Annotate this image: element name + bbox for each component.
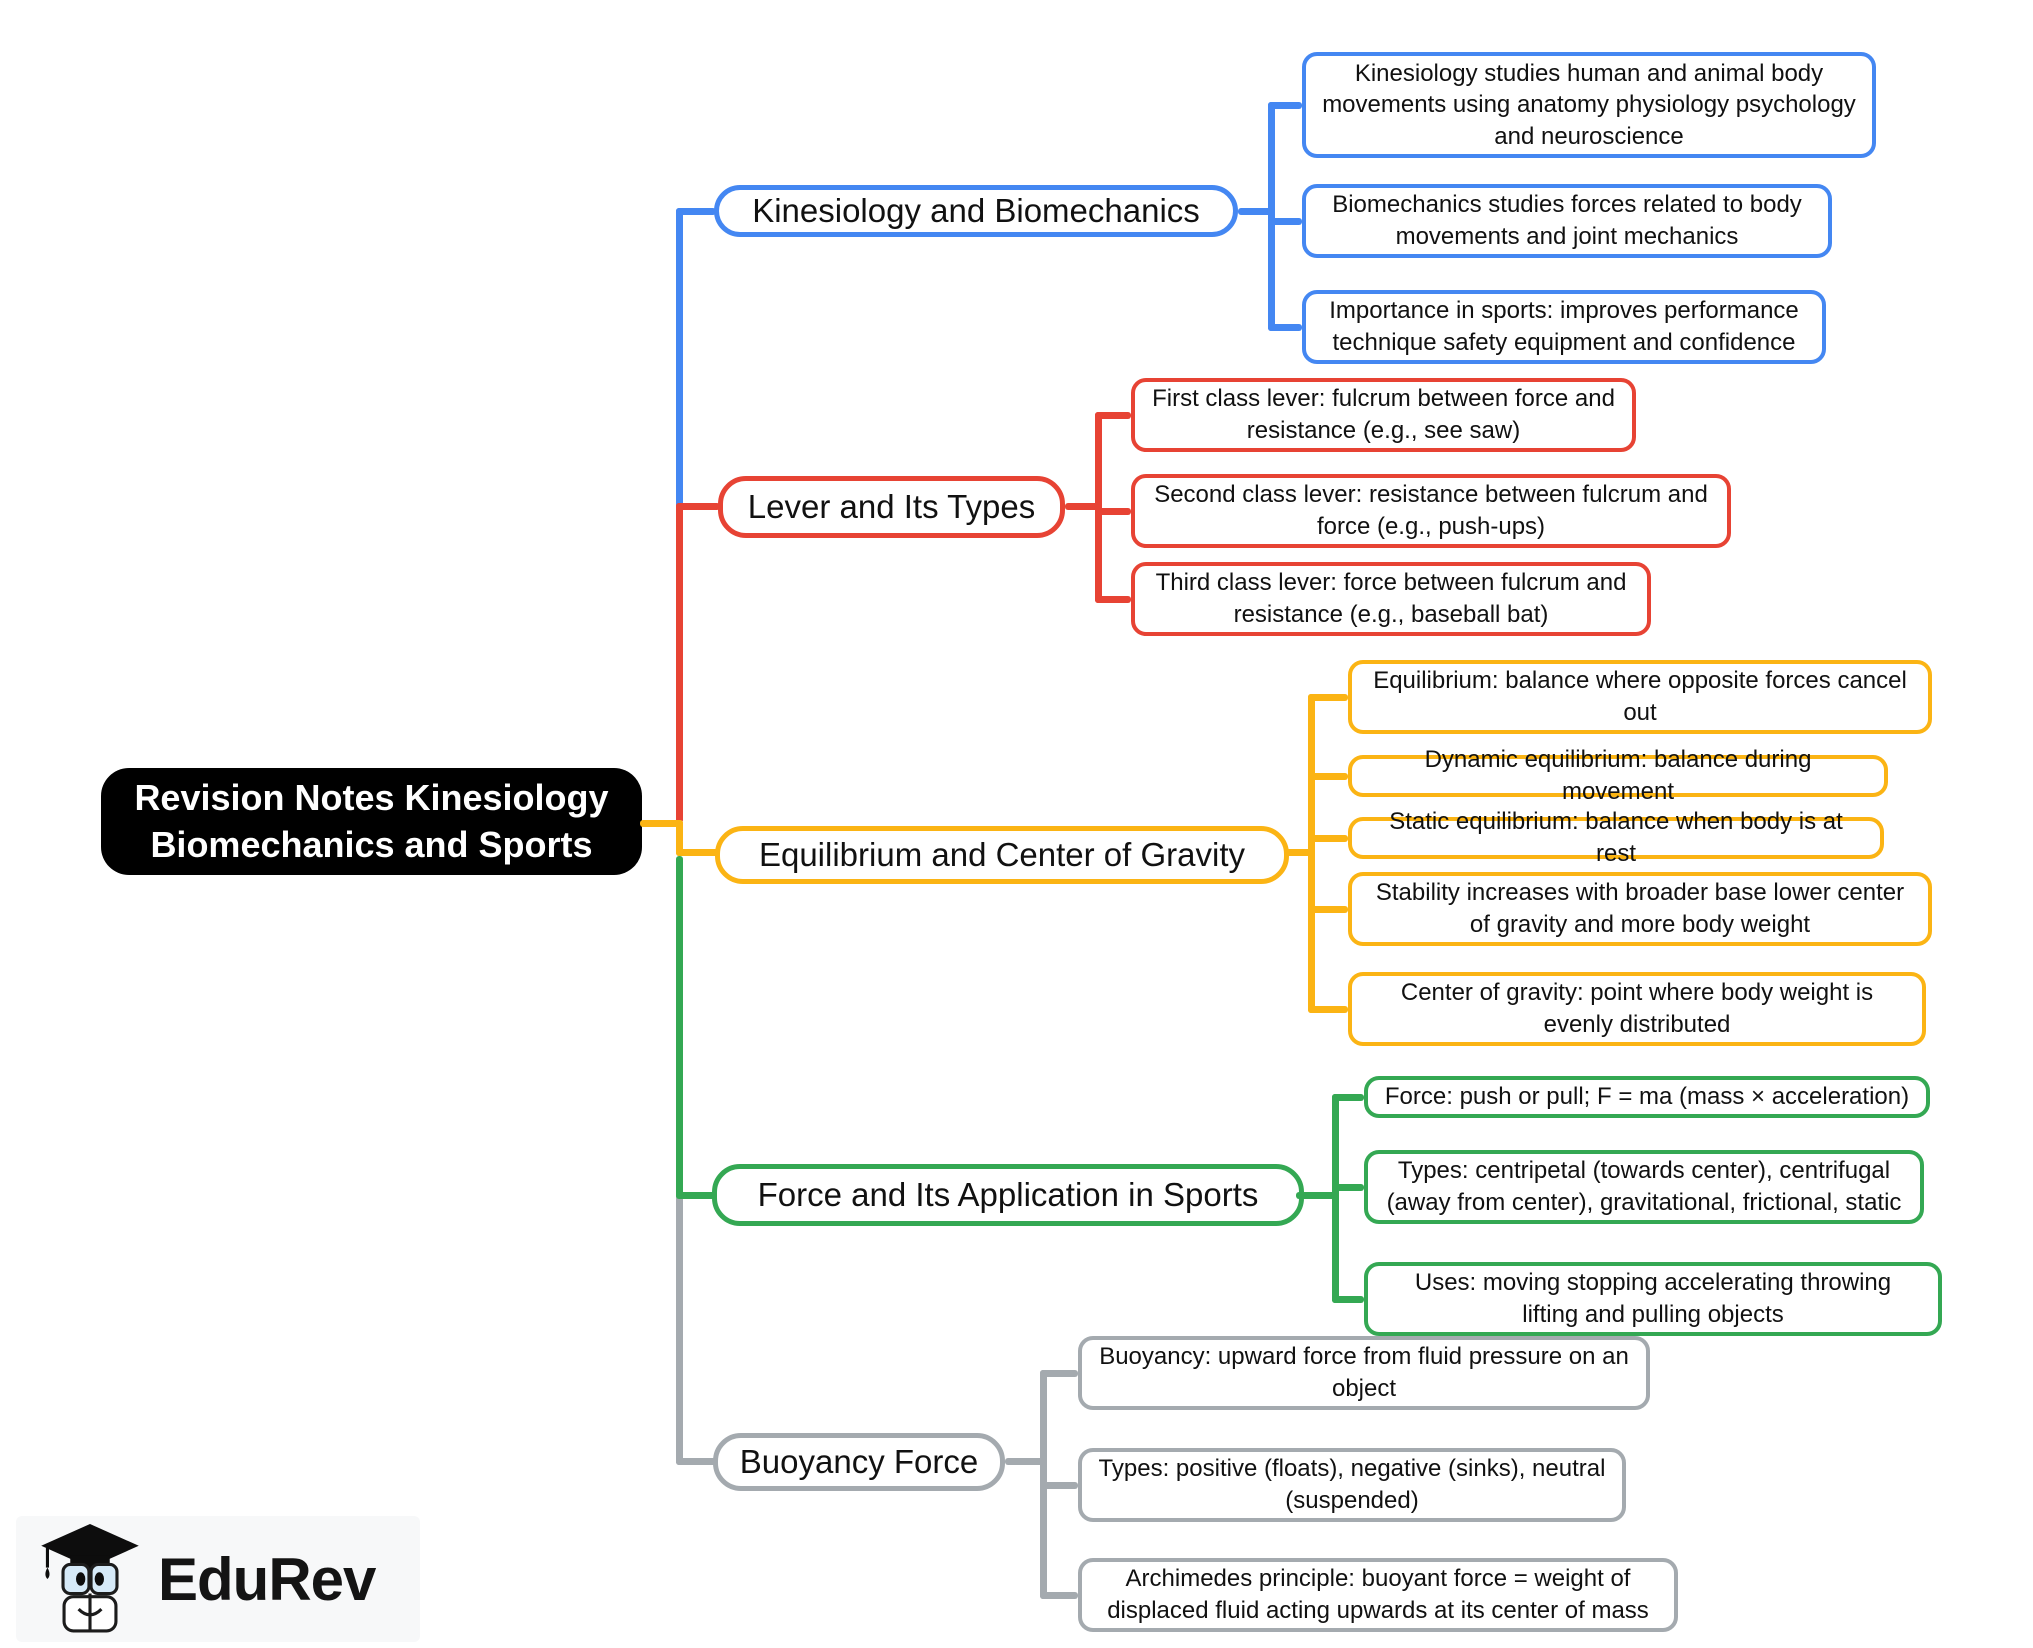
- child-note: Kinesiology studies human and animal bod…: [1302, 52, 1876, 158]
- child-stub: [1308, 694, 1348, 701]
- trunk-segment-green: [676, 856, 683, 1199]
- child-stub: [1040, 1592, 1078, 1599]
- child-stub: [1308, 906, 1348, 913]
- child-stub: [1095, 508, 1131, 515]
- child-note: First class lever: fulcrum between force…: [1131, 378, 1636, 452]
- edurev-mascot-icon: [38, 1524, 142, 1634]
- child-stub: [1332, 1184, 1364, 1191]
- child-note: Force: push or pull; F = ma (mass × acce…: [1364, 1076, 1930, 1118]
- trunk-segment-blue: [676, 208, 683, 510]
- branch-node-buoyancy: Buoyancy Force: [713, 1433, 1005, 1491]
- child-note: Buoyancy: upward force from fluid pressu…: [1078, 1336, 1650, 1410]
- trunk-segment-red: [676, 503, 683, 823]
- child-trunk: [1268, 102, 1275, 331]
- child-note: Uses: moving stopping accelerating throw…: [1364, 1262, 1942, 1336]
- child-note: Biomechanics studies forces related to b…: [1302, 184, 1832, 258]
- branch-stub: [676, 1458, 717, 1465]
- child-trunk: [1005, 1458, 1043, 1465]
- child-trunk: [1095, 412, 1102, 603]
- child-stub: [1308, 773, 1348, 780]
- child-trunk: [1284, 849, 1312, 856]
- branch-node-lever: Lever and Its Types: [718, 476, 1065, 538]
- child-note: Equilibrium: balance where opposite forc…: [1348, 660, 1932, 734]
- child-stub: [1095, 596, 1131, 603]
- edurev-brand-text: EduRev: [158, 1545, 376, 1613]
- child-note: Importance in sports: improves performan…: [1302, 290, 1826, 364]
- child-note: Third class lever: force between fulcrum…: [1131, 562, 1651, 636]
- branch-stub: [676, 208, 716, 215]
- child-stub: [1095, 412, 1131, 419]
- child-note: Types: positive (floats), negative (sink…: [1078, 1448, 1626, 1522]
- child-stub: [1268, 102, 1302, 109]
- child-stub: [1332, 1094, 1364, 1101]
- branch-stub: [676, 849, 719, 856]
- child-note: Dynamic equilibrium: balance during move…: [1348, 746, 1888, 805]
- root-node: Revision Notes Kinesiology Biomechanics …: [101, 768, 642, 875]
- child-note: Archimedes principle: buoyant force = we…: [1078, 1558, 1678, 1632]
- branch-node-force: Force and Its Application in Sports: [712, 1164, 1304, 1226]
- child-trunk: [1296, 1192, 1339, 1199]
- child-trunk: [1065, 503, 1098, 510]
- branch-node-kinesiology: Kinesiology and Biomechanics: [714, 185, 1238, 237]
- child-stub: [1268, 218, 1302, 225]
- root-connector: [640, 820, 683, 827]
- child-stub: [1040, 1370, 1078, 1377]
- child-stub: [1308, 835, 1348, 842]
- child-stub: [1308, 1006, 1348, 1013]
- branch-stub: [676, 1192, 716, 1199]
- trunk-segment-yellow: [676, 820, 683, 856]
- child-trunk: [1308, 694, 1315, 1013]
- child-stub: [1332, 1296, 1364, 1303]
- child-note: Static equilibrium: balance when body is…: [1348, 808, 1884, 867]
- child-stub: [1268, 324, 1302, 331]
- branch-stub: [676, 503, 720, 510]
- edurev-logo: EduRev: [16, 1516, 420, 1642]
- child-trunk: [1332, 1094, 1339, 1303]
- child-stub: [1040, 1482, 1078, 1489]
- child-trunk: [1238, 208, 1272, 215]
- child-note: Second class lever: resistance between f…: [1131, 474, 1731, 548]
- trunk-segment-gray: [676, 1195, 683, 1465]
- branch-node-equilibrium: Equilibrium and Center of Gravity: [715, 826, 1289, 884]
- child-note: Types: centripetal (towards center), cen…: [1364, 1150, 1924, 1224]
- child-note: Stability increases with broader base lo…: [1348, 872, 1932, 946]
- child-note: Center of gravity: point where body weig…: [1348, 972, 1926, 1046]
